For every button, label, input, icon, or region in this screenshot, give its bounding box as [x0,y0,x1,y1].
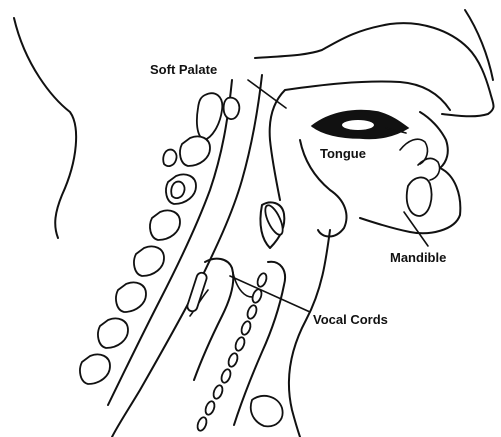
vocal-cords-pointer [230,276,310,312]
mandible-bone [407,177,432,216]
vocal-cord-shape [186,271,208,312]
face-outline [255,23,494,116]
back-of-head-outline [14,18,76,238]
lower-teeth [400,139,440,180]
cervical-spine [80,93,239,384]
sternum-bone [251,396,283,426]
tongue-label: Tongue [320,146,366,161]
vocal-cords-label: Vocal Cords [313,312,388,327]
mandible-pointer [404,212,428,246]
soft-palate-label: Soft Palate [150,62,217,77]
tongue-highlight [342,120,374,130]
mandible-label: Mandible [390,250,446,265]
neck-front-outline [289,230,330,437]
nose-ridge [465,10,493,80]
